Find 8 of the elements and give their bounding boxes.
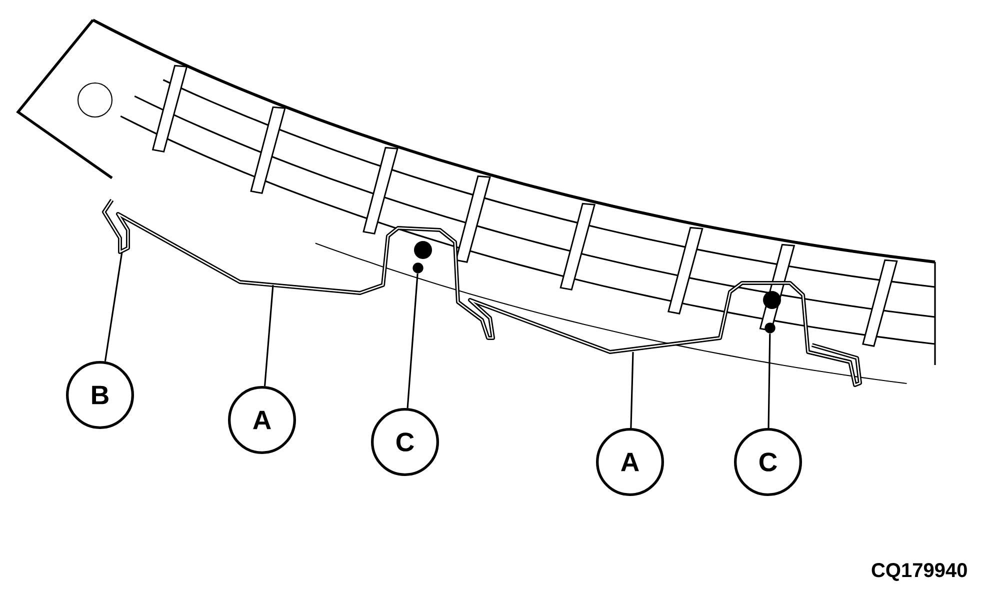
leader-line xyxy=(104,252,123,362)
figure-code: CQ179940 xyxy=(872,563,967,581)
leader-line xyxy=(264,284,274,386)
fastener-dot xyxy=(764,322,776,334)
leader-line xyxy=(630,352,634,428)
leader-line xyxy=(406,274,418,408)
leader-line xyxy=(768,334,771,428)
fastener-dot xyxy=(412,262,424,274)
